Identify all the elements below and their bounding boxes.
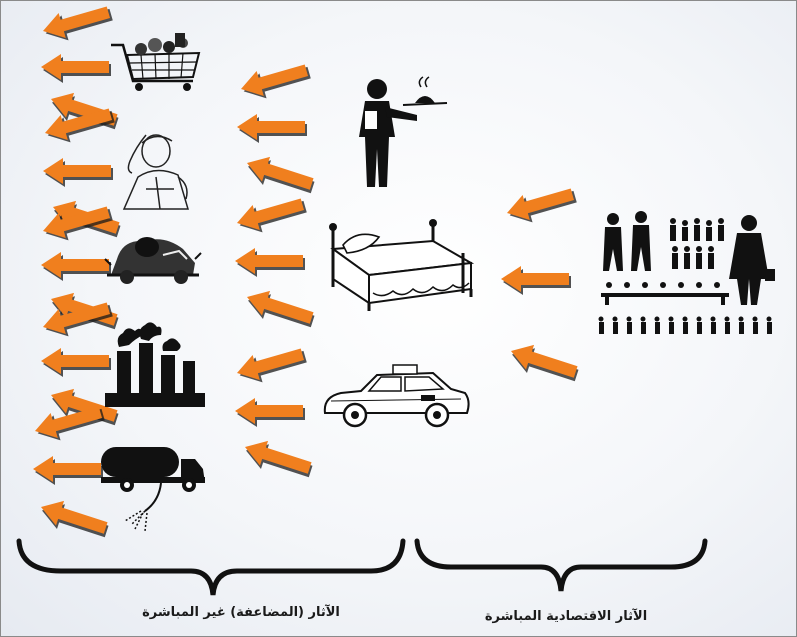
tanker-truck-icon — [101, 447, 205, 532]
flow-arrow — [41, 348, 111, 377]
direct-effects-label: الآثار الاقتصادية المباشرة — [484, 609, 648, 624]
flow-arrow — [247, 156, 315, 194]
flow-arrow — [235, 248, 305, 277]
flow-arrow — [237, 348, 307, 383]
flow-arrow — [41, 500, 109, 538]
flow-arrow — [245, 440, 313, 478]
flow-arrow — [235, 398, 305, 427]
flow-arrow — [237, 198, 307, 233]
flow-arrow — [45, 108, 115, 143]
worker-icon — [122, 134, 190, 210]
direct-effects-brace — [414, 538, 708, 592]
flow-arrow — [237, 114, 307, 143]
waiter-icon — [359, 76, 448, 187]
flow-arrow — [241, 64, 311, 99]
indirect-effects-label: الآثار (المضاعفة) غير المباشرة — [142, 605, 340, 620]
flow-arrow — [43, 158, 113, 187]
flow-arrow — [43, 302, 113, 337]
business-people-icon — [598, 211, 775, 334]
flow-arrow — [33, 456, 103, 485]
flow-arrow — [43, 206, 113, 241]
flow-arrow — [41, 252, 111, 281]
flow-arrow — [41, 54, 111, 83]
flow-arrow — [501, 266, 571, 295]
taxi-icon — [323, 364, 470, 428]
mechanic-icon — [104, 237, 202, 284]
flow-arrow — [247, 290, 315, 328]
factory-icon — [105, 322, 205, 407]
bed-icon — [329, 219, 475, 311]
flow-arrow — [35, 406, 105, 441]
indirect-effects-brace — [16, 538, 406, 596]
flow-arrow — [43, 6, 113, 41]
flow-arrow — [507, 188, 577, 223]
arrows-layer — [33, 6, 579, 538]
flow-arrow — [511, 344, 579, 382]
shopping-cart-icon — [111, 33, 201, 91]
